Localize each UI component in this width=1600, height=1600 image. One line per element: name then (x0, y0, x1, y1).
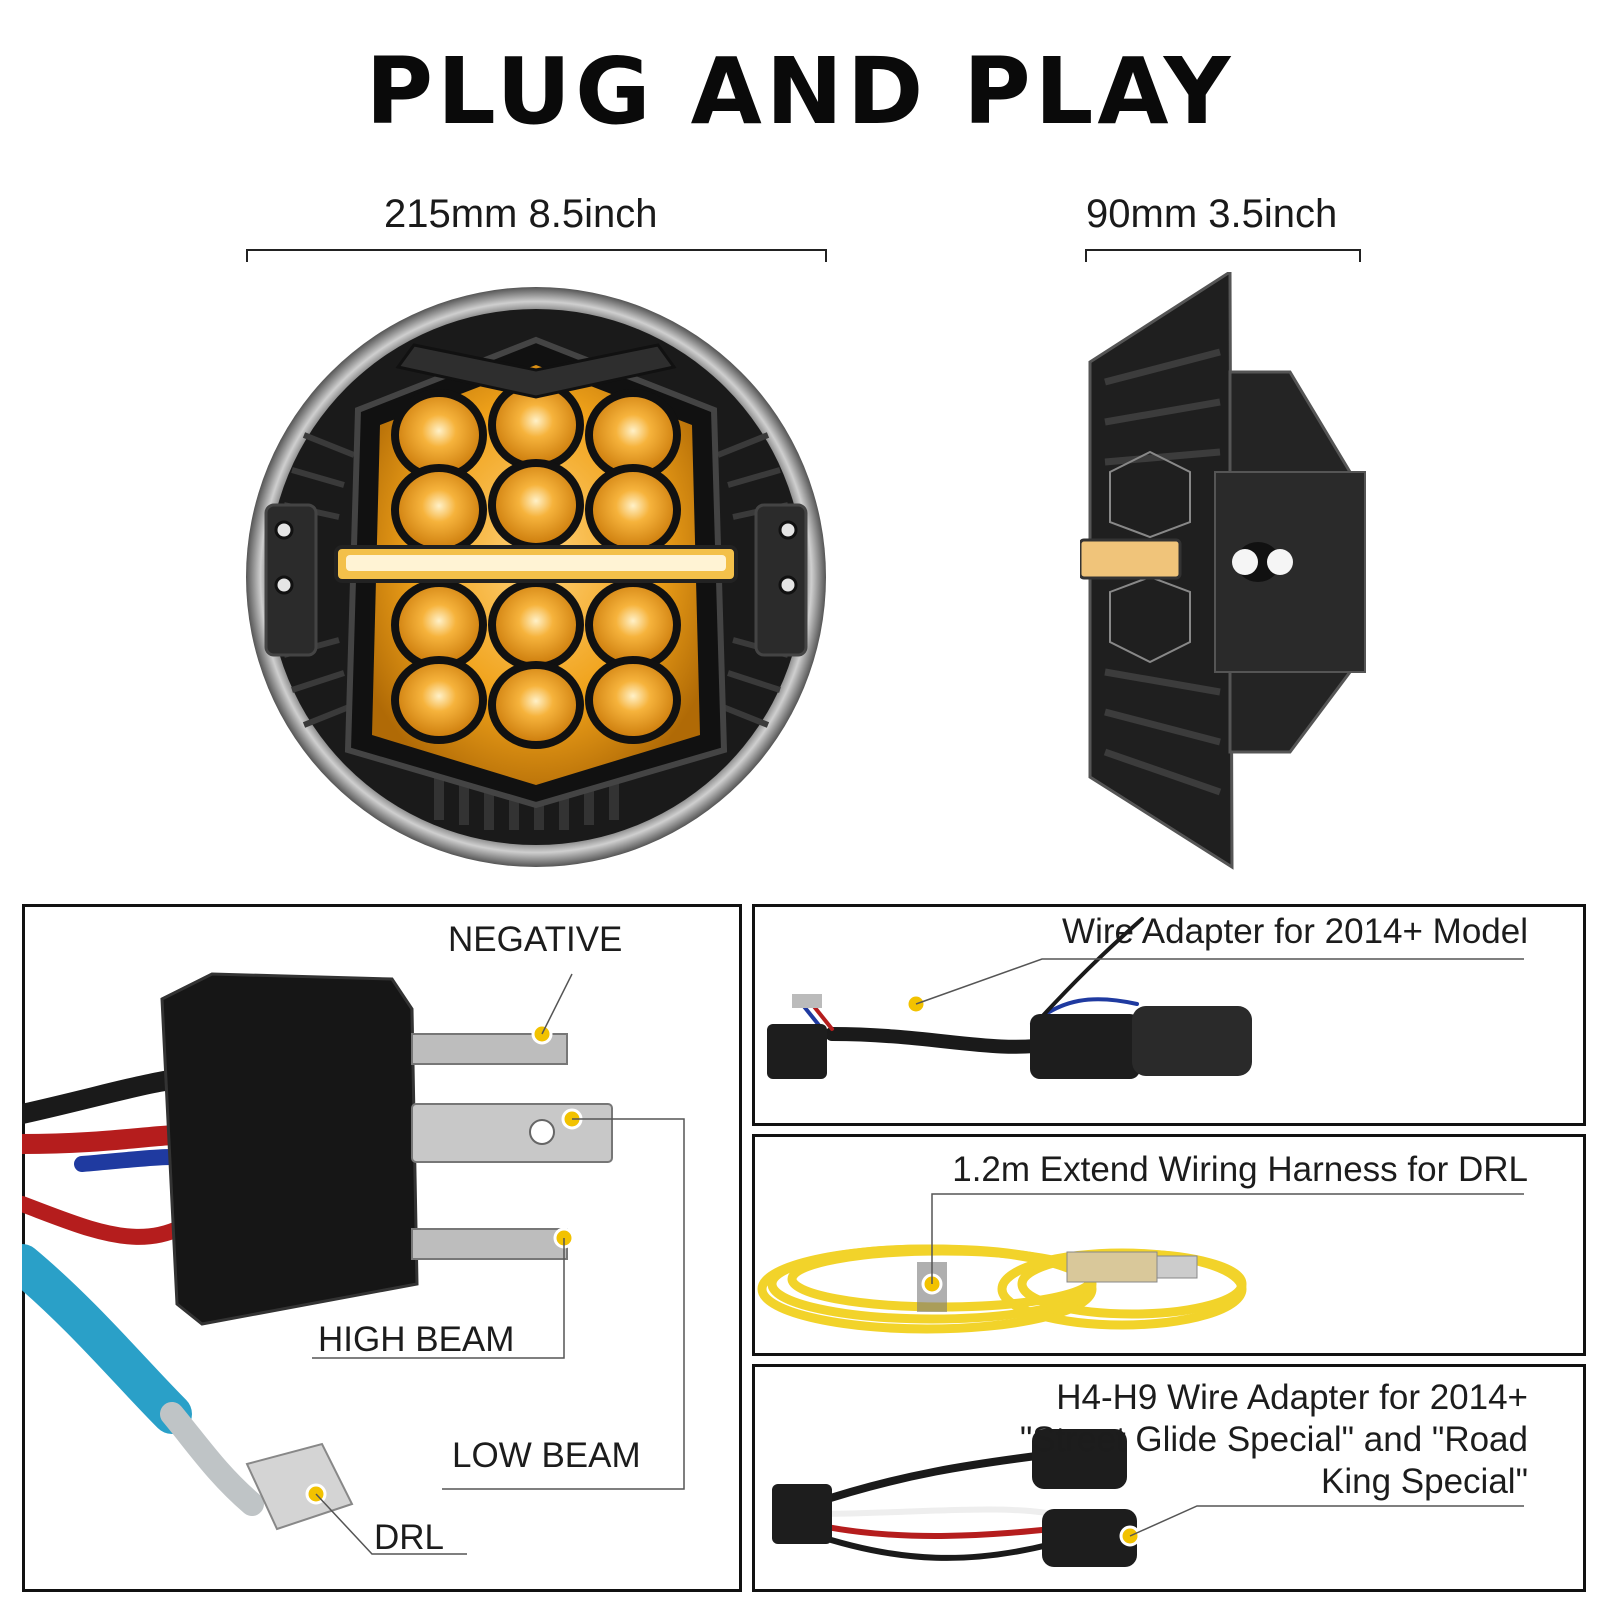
page-title: PLUG AND PLAY (365, 38, 1235, 145)
label-harness-drl: 1.2m Extend Wiring Harness for DRL (952, 1150, 1528, 1189)
h4h9-adapter-image (772, 1429, 1524, 1567)
label-negative: NEGATIVE (448, 920, 623, 959)
harness-drl-image (757, 1193, 1524, 1334)
headlight-side-view (1080, 272, 1366, 870)
label-h4h9-line1: H4-H9 Wire Adapter for 2014+ (1056, 1378, 1528, 1417)
depth-label: 90mm 3.5inch (1086, 192, 1338, 236)
adapter-2014-image (767, 917, 1524, 1079)
relay-connector-image (22, 972, 685, 1555)
dimension-brackets (246, 249, 1361, 262)
label-low-beam: LOW BEAM (452, 1436, 641, 1475)
headlight-front-view (246, 287, 826, 867)
label-high-beam: HIGH BEAM (318, 1320, 515, 1359)
label-adapter-2014: Wire Adapter for 2014+ Model (1062, 912, 1528, 951)
diameter-label: 215mm 8.5inch (384, 192, 658, 236)
label-h4h9-line2: "Street Glide Special" and "Road (1019, 1420, 1528, 1459)
label-h4h9-line3: King Special" (1321, 1462, 1528, 1501)
label-drl: DRL (374, 1518, 445, 1557)
